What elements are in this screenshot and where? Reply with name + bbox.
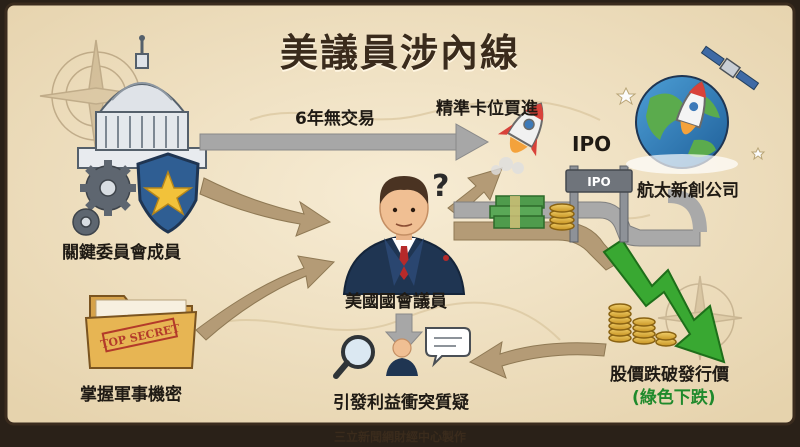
six-years-label: 6年無交易: [295, 109, 375, 129]
satellite-icon: [700, 45, 760, 91]
aerospace-label: 航太新創公司: [637, 181, 739, 201]
footer-credit: 三立新聞網財經中心製作: [333, 430, 466, 444]
coin-stack-icon: [549, 203, 575, 231]
ipo-gate-sign: IPO: [587, 175, 610, 189]
six-years-arrow: [199, 123, 490, 161]
committee-arrow: [199, 177, 332, 237]
green-drop-label: (綠色下跌): [632, 388, 716, 408]
shield-star-icon: [136, 152, 200, 234]
coin-pile-icon: [608, 303, 677, 347]
stock-drop-label: 股價跌破發行價: [610, 365, 729, 385]
military-arrow: [195, 255, 336, 341]
top-secret-folder-icon: TOP SECRET: [84, 295, 198, 369]
conflict-arrow: [468, 340, 607, 379]
precise-buy-label: 精準卡位買進: [436, 99, 538, 119]
speech-bubble-icon: [425, 327, 471, 368]
launch-rocket-icon: [675, 80, 706, 135]
rocket-icon: [497, 102, 544, 157]
ipo-gate-icon: IPO: [565, 165, 633, 243]
person-icon: [386, 338, 418, 376]
down-arrow: [384, 313, 424, 353]
question-mark-icon: ?: [432, 169, 449, 204]
money-stack-icon: [489, 195, 545, 229]
ipo-label: IPO: [572, 132, 612, 156]
conflict-label: 引發利益衝突質疑: [333, 393, 469, 413]
military-label: 掌握軍事機密: [80, 385, 182, 405]
gears-icon: [72, 160, 136, 236]
congressman-avatar: [342, 176, 466, 295]
congressman-label: 美國國會議員: [345, 292, 447, 312]
committee-label: 關鍵委員會成員: [62, 243, 181, 263]
stock-drop-arrow: [602, 238, 726, 364]
page-title: 美議員涉內線: [279, 31, 520, 75]
magnifier-icon: [333, 335, 375, 379]
